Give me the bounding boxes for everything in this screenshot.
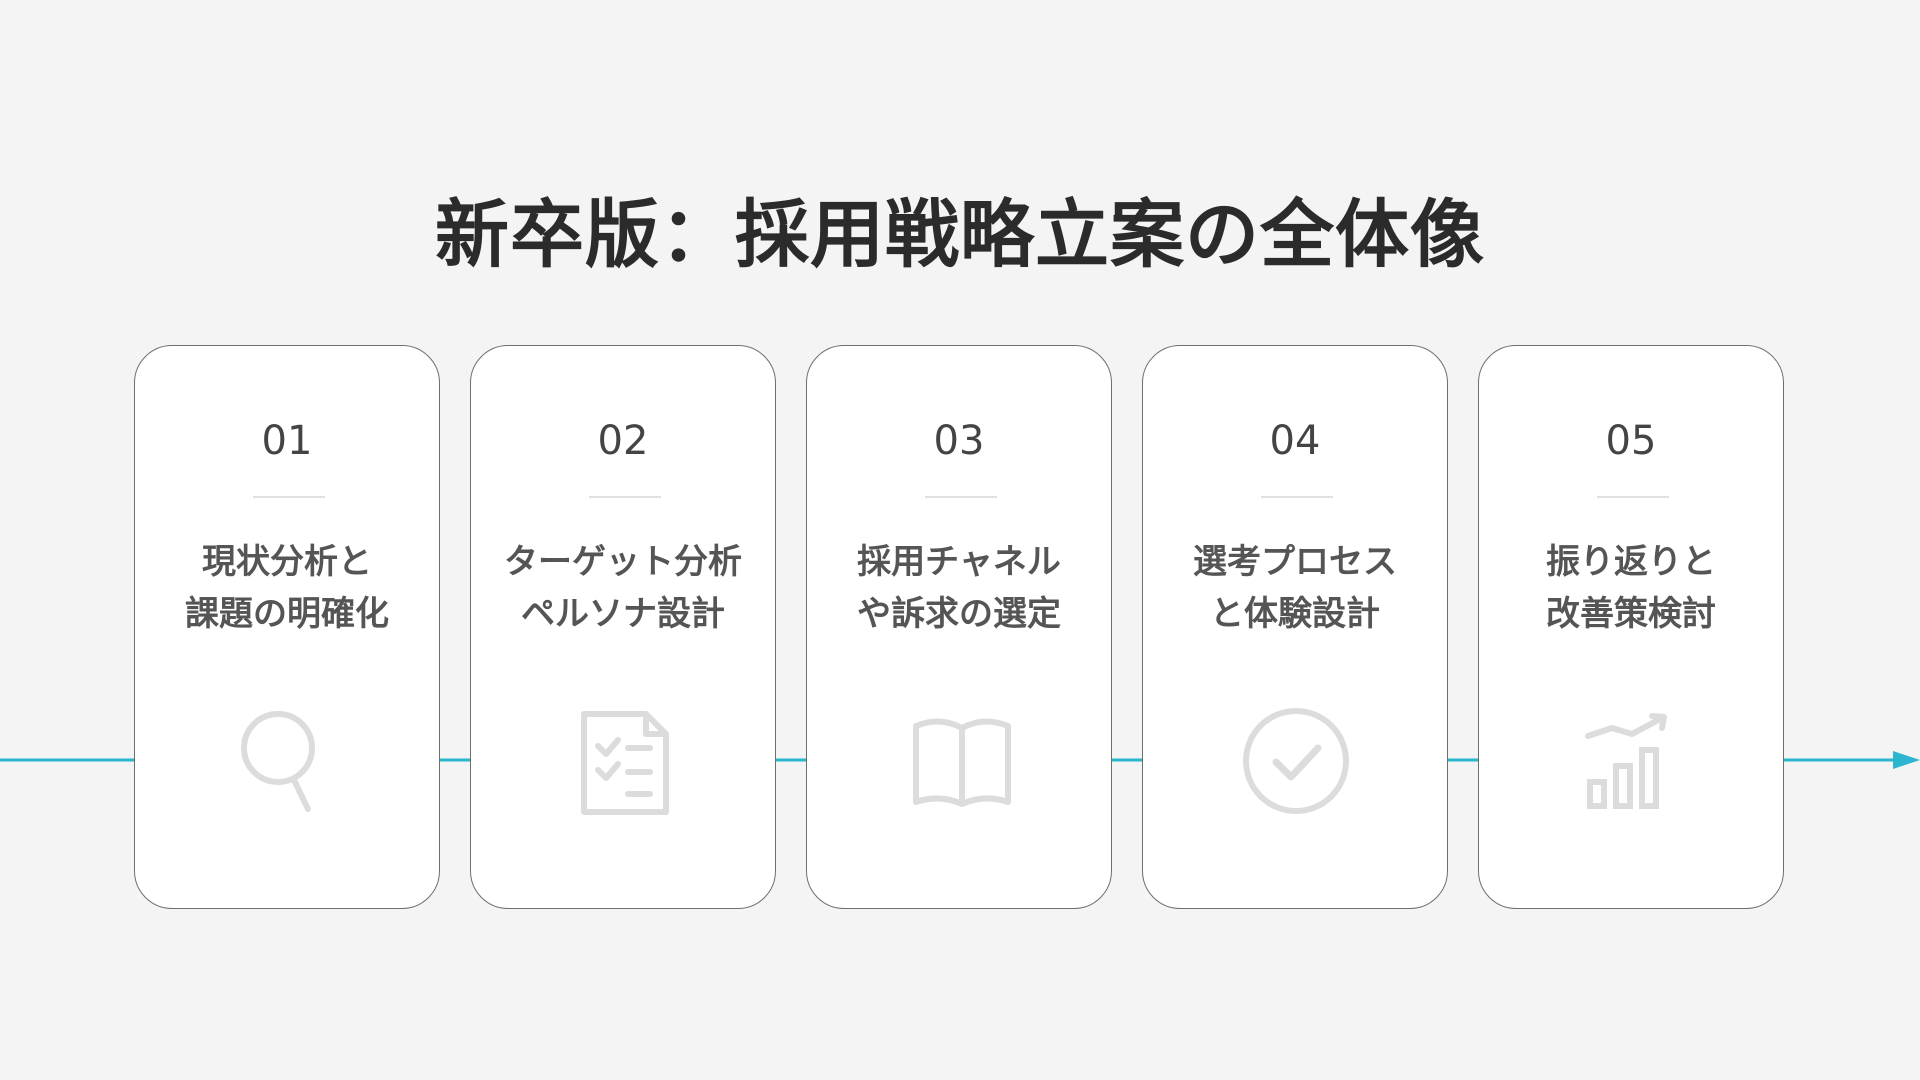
step-card-1: 01 現状分析と 課題の明確化 (134, 345, 440, 909)
divider (925, 496, 997, 498)
step-label-line-1: 振り返りと (1546, 542, 1716, 582)
step-card-3: 03 採用チャネル や訴求の選定 (806, 345, 1112, 909)
step-label-line-1: 現状分析と (202, 542, 372, 582)
step-label: 振り返りと 改善策検討 (1479, 536, 1783, 640)
step-label-line-1: 選考プロセス (1193, 542, 1397, 582)
step-label-line-2: 改善策検討 (1546, 594, 1716, 634)
step-label-line-2: や訴求の選定 (857, 594, 1061, 634)
step-label-line-1: ターゲット分析 (504, 542, 742, 582)
page-title: 新卒版：採用戦略立案の全体像 (435, 192, 1485, 278)
magnifier-icon (241, 711, 315, 812)
divider (1597, 496, 1669, 498)
divider (1261, 496, 1333, 498)
divider (589, 496, 661, 498)
step-label-line-2: 課題の明確化 (185, 594, 389, 634)
divider (253, 496, 325, 498)
checklist-icon (581, 711, 669, 815)
step-number: 04 (1269, 418, 1321, 464)
step-label: 採用チャネル や訴求の選定 (807, 536, 1111, 640)
step-label-line-1: 採用チャネル (857, 542, 1061, 582)
step-card-4: 04 選考プロセス と体験設計 (1142, 345, 1448, 909)
step-label: 現状分析と 課題の明確化 (135, 536, 439, 640)
step-label: 選考プロセス と体験設計 (1143, 536, 1447, 640)
step-card-2: 02 ターゲット分析 ペルソナ設計 (470, 345, 776, 909)
step-label: ターゲット分析 ペルソナ設計 (471, 536, 775, 640)
step-card-5: 05 振り返りと 改善策検討 (1478, 345, 1784, 909)
step-label-line-2: と体験設計 (1210, 594, 1380, 634)
check-circle-icon (1243, 708, 1349, 814)
step-number: 05 (1605, 418, 1657, 464)
step-number: 01 (261, 418, 313, 464)
step-label-line-2: ペルソナ設計 (521, 594, 725, 634)
open-book-icon (913, 718, 1011, 807)
step-number: 02 (597, 418, 649, 464)
growth-chart-icon (1585, 713, 1667, 809)
step-number: 03 (933, 418, 985, 464)
